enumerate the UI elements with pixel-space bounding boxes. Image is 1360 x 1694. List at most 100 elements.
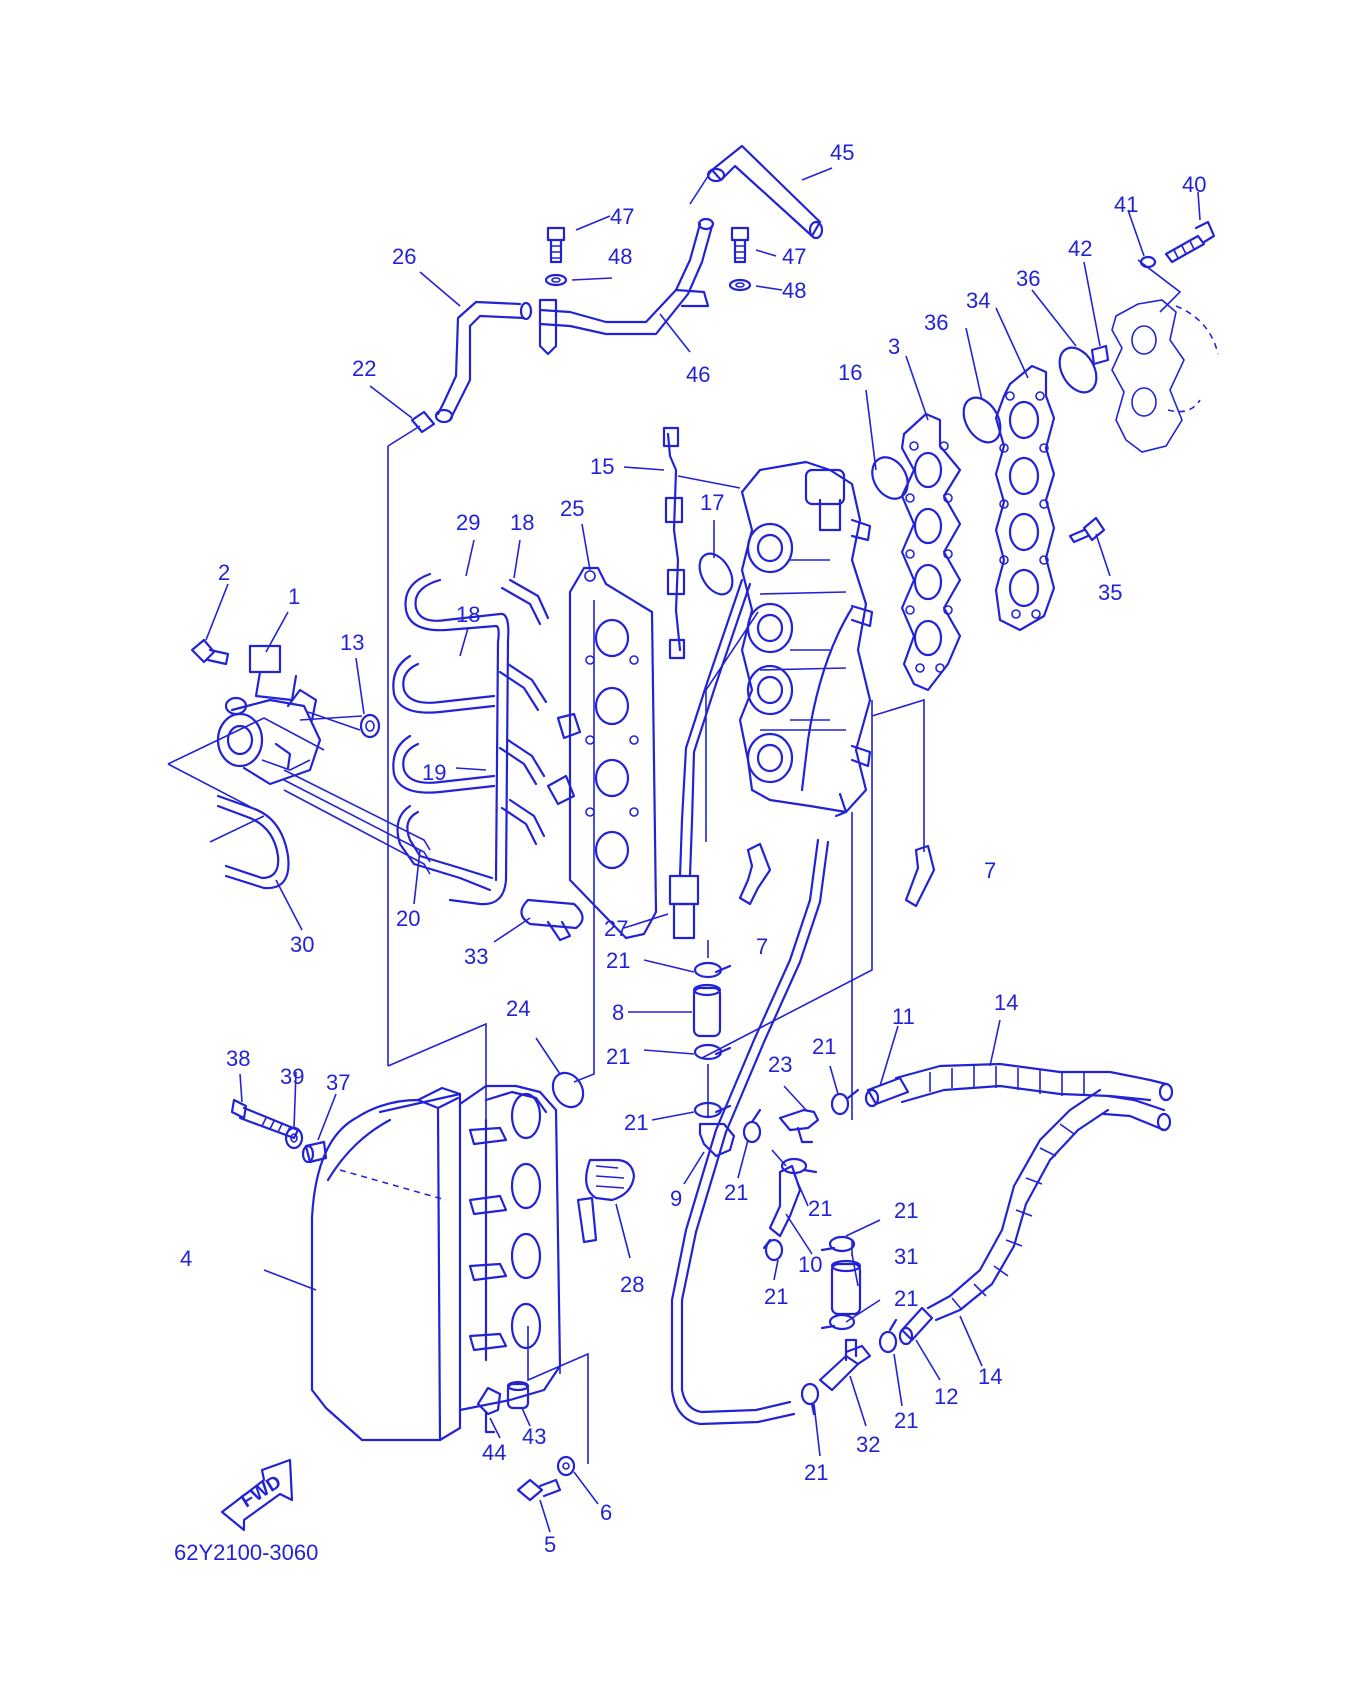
washer-48-left [544,273,568,287]
grommet-43 [506,1380,530,1410]
callout-17: 17 [700,490,724,515]
hose-30 [216,794,290,890]
callout-9: 9 [670,1186,682,1211]
o-ring-16 [871,456,909,500]
callout-48-right: 48 [782,278,806,303]
hose-elbow-9 [698,1122,736,1158]
callout-32: 32 [856,1432,880,1457]
bolt-47-left [546,226,566,264]
callout-43: 43 [522,1424,546,1449]
callout-22: 22 [352,356,376,381]
protector-hose-14 [894,1062,1174,1322]
callout-36-upper: 36 [1016,266,1040,291]
cable-tie-33 [520,898,584,942]
callout-21-k: 21 [804,1460,828,1485]
drawing-code: 62Y2100-3060 [174,1540,318,1565]
callout-4: 4 [180,1246,192,1271]
bolt-5 [516,1478,562,1502]
callout-2: 2 [218,560,230,585]
gasket-34 [994,364,1056,632]
hose-band-28 [576,1158,636,1244]
gasket-3 [900,412,962,692]
bolt-2 [190,638,230,666]
callout-37: 37 [326,1070,350,1095]
callout-18-upper: 18 [510,510,534,535]
washer-48-right [728,278,752,292]
callout-21-h: 21 [894,1286,918,1311]
hose-elbow-7-right [904,844,936,908]
bolt-47-right [730,226,750,264]
carburetor-assembly [738,460,874,818]
fuel-hose-long [670,838,830,1426]
callout-24: 24 [506,996,530,1021]
joint-23 [778,1108,820,1144]
collar-13 [359,713,381,739]
callout-36-lower: 36 [924,310,948,335]
callout-45: 45 [830,140,854,165]
washer-6 [556,1455,576,1477]
callout-35: 35 [1098,580,1122,605]
callout-38: 38 [226,1046,250,1071]
callout-7-right: 7 [984,858,996,883]
callout-28: 28 [620,1272,644,1297]
callout-31: 31 [894,1244,918,1269]
gasket-25 [546,566,658,940]
callout-20: 20 [396,906,420,931]
callout-21-f: 21 [808,1196,832,1221]
callout-47-left: 47 [610,204,634,229]
hose-elbow-7-left [738,842,772,906]
callout-21-g: 21 [894,1198,918,1223]
callout-5: 5 [544,1532,556,1557]
callout-16: 16 [838,360,862,385]
callout-15: 15 [590,454,614,479]
callout-12: 12 [934,1384,958,1409]
hose-10 [768,1164,802,1238]
callout-33: 33 [464,944,488,969]
callout-14-upper: 14 [994,990,1018,1015]
callout-7-left: 7 [756,934,768,959]
callout-8: 8 [612,1000,624,1025]
callout-labels: 45 47 48 47 48 46 26 22 40 41 42 36 34 3… [180,140,1206,1557]
hose-clip-22 [410,410,436,434]
callout-21-d: 21 [724,1180,748,1205]
callout-46: 46 [686,362,710,387]
callout-6: 6 [600,1500,612,1525]
callout-13: 13 [340,630,364,655]
callout-21-c: 21 [624,1110,648,1135]
callout-11: 11 [892,1004,915,1029]
callout-27: 27 [604,916,628,941]
callout-3: 3 [888,334,900,359]
callout-30: 30 [290,932,314,957]
solenoid-valve-1 [216,644,322,786]
callout-41: 41 [1114,192,1138,217]
hose-joint-12 [898,1306,934,1346]
sensor-lead-27 [668,578,752,940]
clip-44 [476,1386,502,1434]
dowel-pin-42 [1090,344,1110,366]
breather-hose-46 [538,217,715,356]
callout-18-lower: 18 [456,602,480,627]
t-joint-32 [818,1338,872,1392]
hose-piece-8 [692,983,722,1038]
callout-19: 19 [422,760,446,785]
cylinder-block-partial [1111,299,1219,453]
pipes-from-valve [283,715,431,875]
hose-joint-11 [864,1076,910,1108]
screw-35 [1068,516,1106,544]
breather-hose-26 [434,300,533,424]
callout-14-lower: 14 [978,1364,1002,1389]
callout-21-a: 21 [606,948,630,973]
hose-loops-18-19-29 [392,572,550,906]
callout-47-right: 47 [782,244,806,269]
silencer-cover-4 [310,1084,562,1442]
callout-26: 26 [392,244,416,269]
callout-21-i: 21 [764,1284,788,1309]
breather-hose-45 [706,144,824,240]
callout-29: 29 [456,510,480,535]
clamp-21-set [693,961,898,1416]
collar-37 [301,1140,328,1164]
callout-39: 39 [280,1064,304,1089]
wire-harness-15 [662,426,686,660]
callout-44: 44 [482,1440,506,1465]
